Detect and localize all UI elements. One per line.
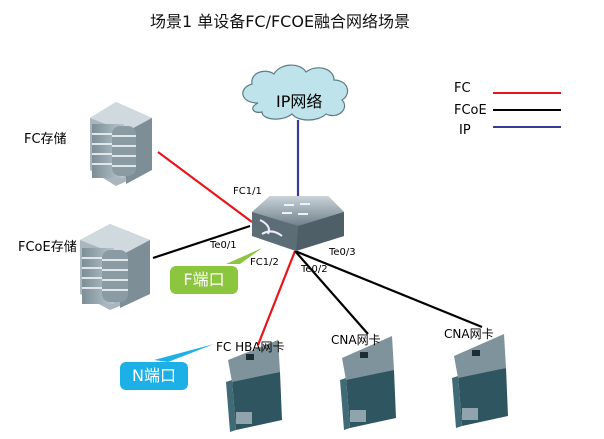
fcoe-storage-icon xyxy=(80,224,150,310)
legend-ip-label: IP xyxy=(459,123,471,138)
port-fc1-1: FC1/1 xyxy=(233,186,262,197)
link-fc-hba xyxy=(256,250,297,346)
link-cna1 xyxy=(294,250,369,335)
link-fcoe-storage xyxy=(152,224,251,260)
n-port-callout: N端口 xyxy=(120,362,188,390)
port-te0-3: Te0/3 xyxy=(329,247,356,258)
link-fc-storage xyxy=(157,151,253,223)
port-te0-2: Te0/2 xyxy=(301,264,328,275)
diagram-title: 场景1 单设备FC/FCOE融合网络场景 xyxy=(149,12,411,31)
cna1-label: CNA网卡 xyxy=(331,333,381,347)
server-fc-hba-icon xyxy=(226,340,282,432)
server-cna1-icon xyxy=(340,336,396,430)
f-port-pointer xyxy=(226,248,262,264)
fcoe-storage-label: FCoE存储 xyxy=(18,240,77,255)
cloud-label: IP网络 xyxy=(276,92,323,111)
f-port-callout: F端口 xyxy=(170,266,238,294)
n-port-pointer xyxy=(154,344,214,362)
ip-network-cloud xyxy=(242,64,349,121)
switch-icon xyxy=(252,196,344,251)
server-cna2-icon xyxy=(452,334,508,428)
port-te0-1: Te0/1 xyxy=(210,240,237,251)
cna2-label: CNA网卡 xyxy=(444,327,494,341)
legend-fcoe-label: FCoE xyxy=(454,103,487,118)
legend-fc-label: FC xyxy=(454,81,471,96)
port-fc1-2: FC1/2 xyxy=(250,257,279,268)
fc-storage-icon xyxy=(90,102,152,186)
fc-storage-label: FC存储 xyxy=(24,132,67,147)
link-cna2 xyxy=(294,249,483,329)
fc-hba-label: FC HBA网卡 xyxy=(216,340,285,354)
